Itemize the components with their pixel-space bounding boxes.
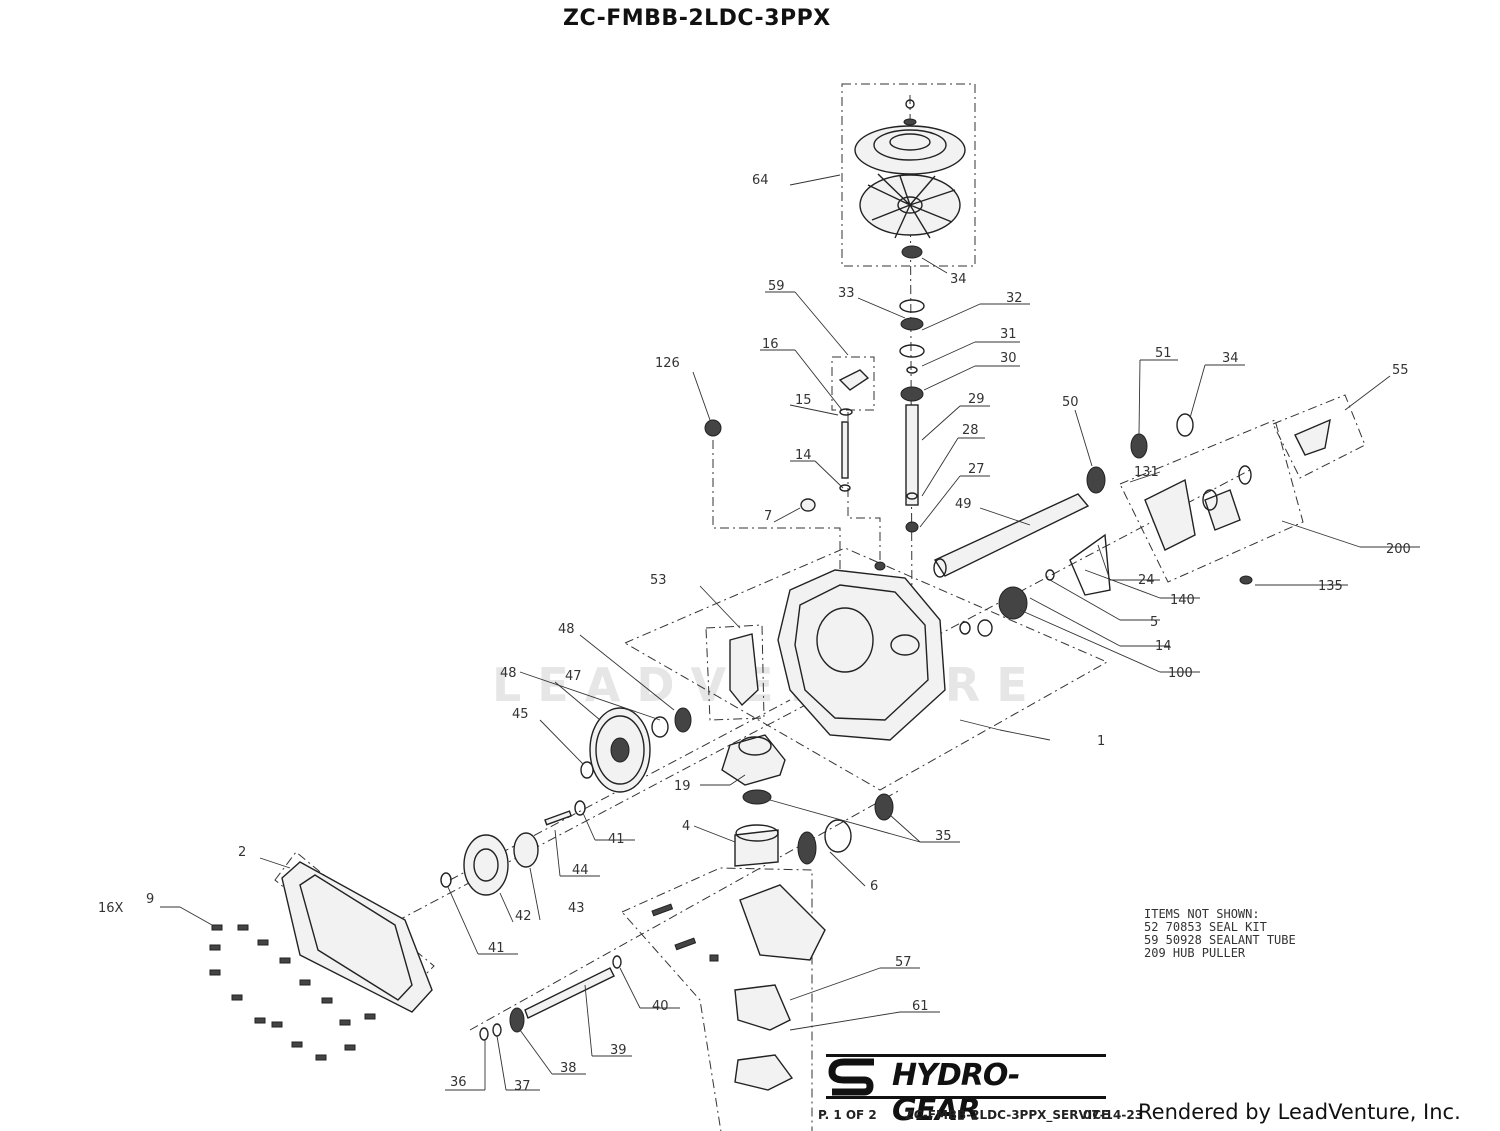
seal-part-right — [874, 793, 894, 821]
part-label-15: 15 — [795, 393, 812, 408]
part-label-5: 5 — [1150, 615, 1158, 630]
part-label-100: 100 — [1168, 666, 1193, 681]
part-label-50: 50 — [1062, 395, 1079, 410]
plug-path-line — [712, 440, 841, 580]
part-label-4: 4 — [682, 819, 690, 834]
part-label-40: 40 — [652, 999, 669, 1014]
part-label-48: 48 — [558, 622, 575, 637]
lower-axis-line — [469, 789, 901, 1031]
part-label-19: 19 — [674, 779, 691, 794]
part-label-2: 2 — [238, 845, 246, 860]
motor-shaft-part — [479, 955, 622, 1041]
brake-group-box — [1272, 394, 1366, 479]
brake-assembly-part — [1144, 418, 1331, 585]
input-shaft-stack — [899, 299, 925, 533]
part-label-36: 36 — [450, 1075, 467, 1090]
cover-bolts-part — [209, 924, 376, 1061]
part-label-6: 6 — [870, 879, 878, 894]
control-arm-part — [838, 369, 870, 492]
part-label-9: 9 — [146, 892, 154, 907]
part-label-14: 14 — [795, 448, 812, 463]
housing-group-box — [623, 547, 1109, 791]
bull-gear-part — [580, 707, 692, 793]
part-label-126: 126 — [655, 356, 680, 371]
charge-pump-group-box — [621, 867, 813, 1131]
part-label-16x: 16X — [98, 901, 124, 916]
diagram-date: 07-14-23 — [1083, 1108, 1144, 1122]
notes-line: 59 50928 SEALANT TUBE — [1144, 933, 1296, 947]
part-label-35: 35 — [935, 829, 952, 844]
page-number: P. 1 OF 2 — [818, 1108, 877, 1122]
rendered-by-text: Rendered by LeadVenture, Inc. — [1138, 1100, 1461, 1124]
part-label-42: 42 — [515, 909, 532, 924]
bypass-group-box — [1119, 419, 1304, 583]
part-label-16: 16 — [762, 337, 779, 352]
notes-line: 209 HUB PULLER — [1144, 946, 1246, 960]
pin-path-line — [847, 412, 881, 570]
part-label-44: 44 — [572, 863, 589, 878]
end-cover-part — [281, 861, 433, 1013]
arm-group-box — [831, 356, 875, 411]
part-label-131: 131 — [1134, 465, 1159, 480]
part-label-64: 64 — [752, 173, 769, 188]
part-labels: 64 34 33 32 31 30 29 28 27 59 16 15 14 7… — [98, 173, 1411, 1094]
part-label-140: 140 — [1170, 593, 1195, 608]
page-title: ZC-FMBB-2LDC-3PPX — [563, 6, 831, 31]
part-label-59: 59 — [768, 279, 785, 294]
notes-line: 52 70853 SEAL KIT — [1144, 920, 1267, 934]
part-label-29: 29 — [968, 392, 985, 407]
part-label-34: 34 — [950, 272, 967, 287]
part-label-61: 61 — [912, 999, 929, 1014]
vertical-axis-line — [909, 94, 913, 621]
part-label-49: 49 — [955, 497, 972, 512]
part-label-30: 30 — [1000, 351, 1017, 366]
part-label-53: 53 — [650, 573, 667, 588]
part-label-41: 41 — [608, 832, 625, 847]
part-label-28: 28 — [962, 423, 979, 438]
logo-s-icon — [828, 1058, 874, 1096]
charge-pump-housing-part — [651, 884, 826, 1091]
part-label-57: 57 — [895, 955, 912, 970]
seal-part-upper — [742, 789, 772, 805]
main-axle-axis-line — [379, 469, 1251, 931]
plate-group-box — [705, 624, 765, 721]
part-label-24: 24 — [1138, 573, 1155, 588]
part-label-1: 1 — [1097, 734, 1105, 749]
part-label-27: 27 — [968, 462, 985, 477]
part-label-34: 34 — [1222, 351, 1239, 366]
part-label-47: 47 — [565, 669, 582, 684]
center-plate-part — [729, 633, 759, 707]
part-label-32: 32 — [1006, 291, 1023, 306]
part-label-31: 31 — [1000, 327, 1017, 342]
pulley-part — [854, 99, 966, 175]
main-housing-part — [777, 561, 946, 741]
part-label-43: 43 — [568, 901, 585, 916]
part-label-41: 41 — [488, 941, 505, 956]
vent-plug-part — [704, 419, 816, 512]
part-label-39: 39 — [610, 1043, 627, 1058]
notes-heading: ITEMS NOT SHOWN: — [1144, 907, 1260, 921]
part-label-38: 38 — [560, 1061, 577, 1076]
reduction-gear-part — [440, 800, 586, 896]
part-label-48: 48 — [500, 666, 517, 681]
cylinder-block-part — [734, 819, 852, 867]
center-section-part — [721, 734, 786, 786]
part-label-14: 14 — [1155, 639, 1172, 654]
part-label-200: 200 — [1386, 542, 1411, 557]
part-label-135: 135 — [1318, 579, 1343, 594]
cooling-fan-part — [859, 173, 961, 259]
diagram-code: ZC-FMBB-2LDC-3PPX_SERVICE — [905, 1108, 1110, 1122]
leader-lines — [160, 174, 1420, 1091]
part-label-7: 7 — [764, 509, 772, 524]
hydro-gear-logo: HYDRO-GEAR — [826, 1054, 1106, 1128]
part-label-51: 51 — [1155, 346, 1172, 361]
fan-pulley-group-box — [841, 83, 976, 267]
part-label-33: 33 — [838, 286, 855, 301]
items-not-shown-notes: ITEMS NOT SHOWN: 52 70853 SEAL KIT 59 50… — [1144, 908, 1296, 960]
part-label-55: 55 — [1392, 363, 1409, 378]
part-label-45: 45 — [512, 707, 529, 722]
part-label-37: 37 — [514, 1079, 531, 1094]
bypass-linkage-part — [959, 533, 1111, 637]
